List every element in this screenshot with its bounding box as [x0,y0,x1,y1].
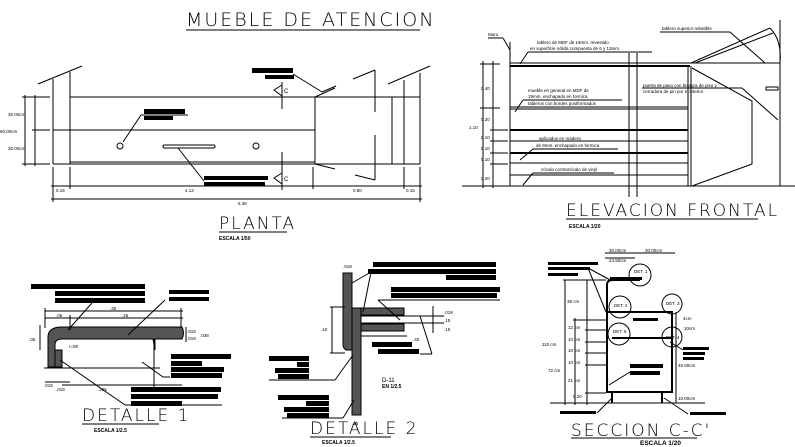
dim-label: 10cm [684,326,695,331]
section-marker-top: C [273,82,289,109]
dim-label: .019 [187,329,196,334]
section-letter: C [284,177,289,183]
dim-label: 21 cm [568,378,581,383]
dim-label: .15 [444,318,451,323]
dim-label: .40 [413,337,420,342]
seccion-scale: ESCALA 1/20 [640,440,681,447]
dim-label: 0.10 [481,146,490,151]
planta-dimensions: 0.15 4.13 0.80 0.15 5.38 30.00cm 60.00cm… [0,95,422,206]
note: tablero superior rebatible [662,26,712,31]
dim-label: .05 [164,387,171,392]
note: en superficie sólida compuesta de 6 y 13… [530,46,620,51]
detail-label: DET. 4 [666,335,680,340]
dim-label: 0.40 [481,86,490,91]
dim-label: 0.20 [573,394,582,399]
note: Muro [488,32,499,37]
dim-label: 60.00cm [0,129,18,134]
dim-label: .15 [352,421,359,426]
dim-label: .019 [343,264,352,269]
dim-label: 0.10 [481,157,490,162]
note: puerta de paso con bisagra de piso y [643,83,718,88]
planta-scale: ESCALA 1/50 [219,236,251,242]
detail-ref-scale: EN 1/2.5 [382,384,402,390]
planta-view: C C 0.15 4.13 0.80 0.15 5.38 30.00cm 60.… [0,65,431,242]
dim-label: .019 [56,387,65,392]
detalle-2-view: .10 .019 .019 .15 .15 .40 .15 D-11 EN 1/… [269,262,500,446]
dim-label: 4cm [683,316,692,321]
elevacion-scale: ESCALA 1/20 [569,224,601,230]
dim-label: 10 cm [568,337,581,342]
dim-label: .15 [444,327,451,332]
dim-label: 1.10 [469,125,478,130]
elevacion-dimensions: 0.40 0.20 1.10 0.10 0.10 0.10 0.20 [469,61,508,188]
dim-label: .225 [98,387,107,392]
dim-label: .05 [56,313,63,318]
dim-label: 10 cm [568,360,581,365]
dim-label: 0.80 [353,188,362,193]
dim-label: 0.20 [481,117,490,122]
dim-label: 4.13 [185,188,194,193]
dim-label: .30 [110,306,117,311]
main-title: MUEBLE DE ATENCION [186,9,435,31]
dim-label: 0.20 [481,176,490,181]
dim-label: 0.10 [481,135,490,140]
note: 19mm. enchapado en formica [528,94,588,99]
dim-label: 10 cm [568,348,581,353]
dim-label: .10 [321,327,328,332]
dim-label: .038 [200,333,209,338]
dim-label: .019 [187,336,196,341]
dim-label: 110 cm [542,342,557,347]
section-letter: C [284,89,289,95]
dim-label: 30.00cm [645,248,663,253]
dim-label: 30.00cm [609,248,627,253]
section-marker-bottom: C [273,152,289,190]
dim-label: .25 [122,313,129,318]
note: de 9mm. enchapado en formica [536,143,600,148]
dim-label: .019 [444,310,453,315]
detalle-1-scale: ESCALA 1/2.5 [94,428,127,434]
detail-label: DET. 5 [613,329,627,334]
dim-label: .05 [29,337,36,342]
elevacion-notes: Muro tablero de MDF de 19mm. revestido e… [488,26,779,186]
dim-label: .019 [44,383,53,388]
planta-title: PLANTA [219,214,296,234]
note: tableros con bordes postformados [528,101,597,106]
sheet-title: MUEBLE DE ATENCION [186,9,435,31]
detail-label: DET. 1 [634,269,648,274]
elevacion-title: ELEVACION FRONTAL [566,201,779,221]
dim-label: r=50 [69,344,79,349]
note: mueble en general en MDF de [528,88,589,93]
elevacion-view: 0.40 0.20 1.10 0.10 0.10 0.10 0.20 Muro … [462,20,795,230]
note: tablero de MDF de 19mm. revestido [537,40,609,45]
dim-label: 72 cm [548,368,561,373]
detalle-1-title: DETALLE 1 [82,406,190,426]
dim-label: 0.15 [56,188,65,193]
dim-label: 30.00cm [8,146,26,151]
detalle-1-view: .30 .05 .25 .05 r=50 .019 .019 .038 .019… [29,284,231,434]
detail-label: DET. 3 [666,301,680,306]
dim-label: 45.00cm [678,363,696,368]
dim-label: 0.15 [406,188,415,193]
dim-label: 24.50cm [609,258,627,263]
dim-label: 12 cm [568,325,581,330]
note: aplicados en madera [539,136,581,141]
dim-total: 5.38 [238,201,247,206]
detail-label: DET. 2 [614,303,628,308]
detail-ref: D-11 [382,378,395,384]
seccion-view: DET. 1 DET. 2 DET. 3 DET. 5 DET. 4 30.00… [542,248,726,447]
note: zócalo contrazócalo de vinyl [541,167,597,172]
dim-label: 10.00cm [678,396,696,401]
detalle-2-scale: ESCALA 1/2.5 [322,440,355,446]
seccion-title: SECCION C-C' [571,421,711,441]
dim-label: 30.00cm [8,112,26,117]
note: cerradura de pin por el interior [643,89,704,94]
dim-label: 38 cm [567,299,580,304]
detalle-2-title: DETALLE 2 [310,419,418,439]
detail-callouts: DET. 1 DET. 2 DET. 3 DET. 5 DET. 4 [607,263,683,348]
